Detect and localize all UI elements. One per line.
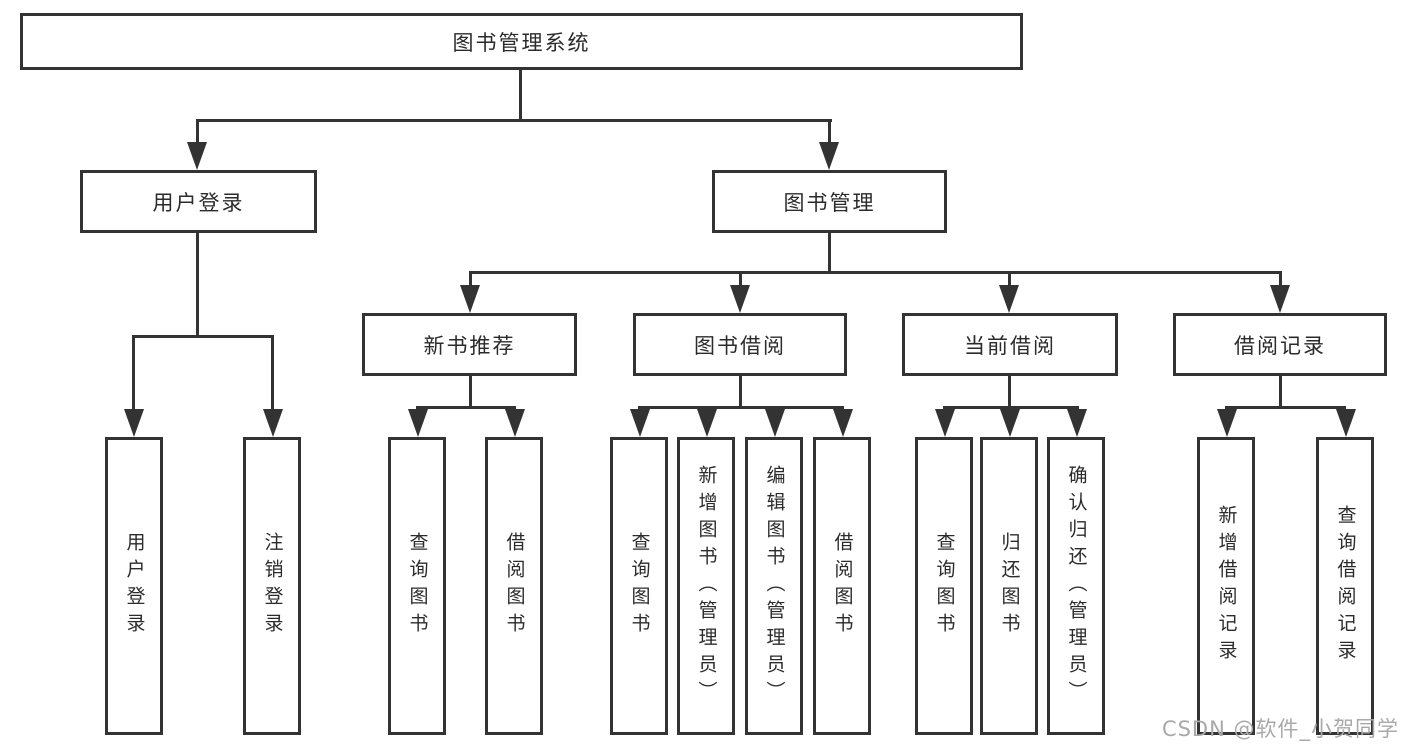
leaf-return-book-label: 归还图书 [998, 532, 1021, 640]
connector-recommend-stub [469, 271, 472, 291]
connector-borrow-branch [638, 406, 844, 409]
leaf-logout: 注销登录 [243, 437, 301, 735]
connector-recommend-stem [469, 376, 472, 409]
leaf-query-books-borrow: 查询图书 [610, 437, 668, 735]
leaf-edit-book-admin-label: 编辑图书（管理员） [763, 464, 786, 708]
connector-book-mgmt-stub [828, 119, 831, 147]
leaf-logout-label: 注销登录 [261, 532, 284, 640]
arrow-to-leaf-edit-book [765, 409, 785, 437]
connector-level3-branch [469, 271, 1282, 274]
arrow-to-leaf-query-record [1336, 409, 1356, 437]
watermark: CSDN @软件_小贺同学 [1161, 717, 1399, 741]
leaf-query-borrow-record-label: 查询借阅记录 [1334, 505, 1357, 667]
node-current-borrow-label: 当前借阅 [964, 333, 1056, 358]
node-book-management-label: 图书管理 [783, 190, 876, 215]
connector-book-mgmt-stem [828, 233, 831, 274]
node-user-login-label: 用户登录 [152, 190, 245, 215]
leaf-add-book-admin-label: 新增图书（管理员） [695, 464, 718, 708]
node-user-login: 用户登录 [80, 170, 317, 233]
connector-recommend-branch [416, 406, 516, 409]
arrow-to-leaf-add-record [1217, 409, 1237, 437]
leaf-borrow-books-recommend-label: 借阅图书 [503, 532, 526, 640]
node-borrow-records-label: 借阅记录 [1234, 333, 1326, 358]
connector-user-login-branch [132, 335, 274, 338]
arrow-to-records [1270, 285, 1290, 313]
connector-current-stub [1008, 271, 1011, 291]
arrow-to-leaf-confirm-return [1067, 409, 1087, 437]
connector-records-branch [1225, 406, 1346, 409]
leaf-borrow-books-label: 借阅图书 [831, 532, 854, 640]
arrow-to-leaf-borrow-recommend [505, 409, 525, 437]
arrow-to-leaf-logout [263, 409, 283, 437]
leaf-borrow-books-recommend: 借阅图书 [485, 437, 543, 735]
arrow-to-current [999, 285, 1019, 313]
arrow-to-recommend [460, 285, 480, 313]
arrow-to-borrow [730, 285, 750, 313]
node-root-system: 图书管理系统 [20, 13, 1023, 70]
connector-records-stub [1279, 271, 1282, 291]
leaf-add-borrow-record-label: 新增借阅记录 [1215, 505, 1238, 667]
connector-leaf-logout-stub [271, 335, 274, 413]
arrow-to-leaf-query-recommend [408, 409, 428, 437]
connector-borrow-stub [739, 271, 742, 291]
node-book-borrow-label: 图书借阅 [694, 333, 786, 358]
arrow-to-user-login [187, 142, 207, 170]
leaf-add-borrow-record: 新增借阅记录 [1197, 437, 1255, 735]
arrow-to-leaf-return-book [1000, 409, 1020, 437]
connector-user-login-stem [196, 233, 199, 338]
leaf-add-book-admin: 新增图书（管理员） [677, 437, 735, 735]
arrow-to-leaf-query-current [935, 409, 955, 437]
leaf-query-books-current: 查询图书 [915, 437, 973, 735]
connector-leaf-login-stub [132, 335, 135, 413]
connector-records-stem [1279, 376, 1282, 409]
leaf-query-books-recommend-label: 查询图书 [406, 532, 429, 640]
connector-borrow-stem [739, 376, 742, 409]
leaf-confirm-return-admin-label: 确认归还（管理员） [1065, 464, 1088, 708]
connector-level2-branch [196, 119, 832, 122]
leaf-return-book: 归还图书 [980, 437, 1038, 735]
leaf-user-login: 用户登录 [105, 437, 163, 735]
leaf-query-books-borrow-label: 查询图书 [628, 532, 651, 640]
node-new-book-recommend-label: 新书推荐 [423, 333, 516, 358]
leaf-edit-book-admin: 编辑图书（管理员） [745, 437, 803, 735]
node-book-management: 图书管理 [712, 170, 947, 233]
node-current-borrow: 当前借阅 [902, 313, 1118, 376]
arrow-to-book-mgmt [819, 142, 839, 170]
arrow-to-leaf-login [124, 409, 144, 437]
connector-user-login-stub [196, 119, 199, 147]
arrow-to-leaf-add-book [697, 409, 717, 437]
leaf-borrow-books: 借阅图书 [813, 437, 871, 735]
node-borrow-records: 借阅记录 [1173, 313, 1387, 376]
leaf-query-books-recommend: 查询图书 [388, 437, 446, 735]
arrow-to-leaf-query-borrow [630, 409, 650, 437]
leaf-query-books-current-label: 查询图书 [933, 532, 956, 640]
connector-current-stem [1008, 376, 1011, 409]
node-root-label: 图书管理系统 [452, 30, 591, 55]
leaf-query-borrow-record: 查询借阅记录 [1316, 437, 1374, 735]
leaf-user-login-label: 用户登录 [123, 532, 146, 640]
arrow-to-leaf-borrow-book [833, 409, 853, 437]
node-book-borrow: 图书借阅 [633, 313, 847, 376]
node-new-book-recommend: 新书推荐 [362, 313, 577, 376]
connector-current-branch [943, 406, 1079, 409]
connector-root-stem [519, 70, 522, 122]
leaf-confirm-return-admin: 确认归还（管理员） [1047, 437, 1105, 735]
